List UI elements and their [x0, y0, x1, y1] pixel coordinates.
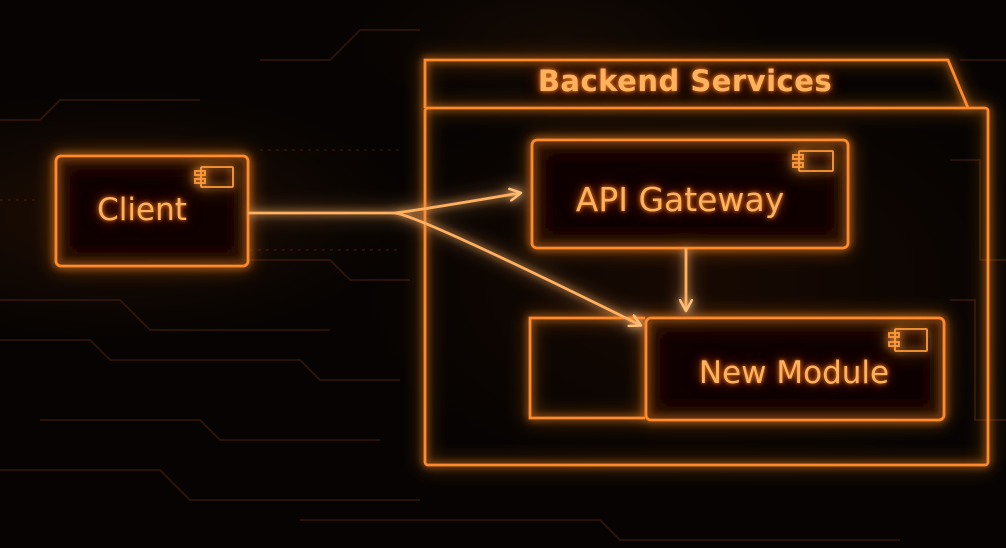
backend-services-title: Backend Services — [537, 64, 833, 98]
component-icon — [792, 150, 834, 172]
api-gateway-node — [530, 138, 850, 250]
edge-client-to-module — [394, 211, 640, 325]
client-label: Client — [97, 192, 187, 228]
component-icon — [888, 328, 928, 352]
backend-services-body — [423, 106, 990, 467]
api-gateway-label: API Gateway — [575, 180, 785, 219]
component-icon — [194, 166, 234, 188]
new-module-node — [644, 316, 946, 422]
edge-client-to-gateway — [248, 193, 520, 215]
new-module-back-frame — [528, 316, 645, 420]
backend-services-container — [423, 58, 970, 109]
new-module-label: New Module — [698, 355, 890, 391]
